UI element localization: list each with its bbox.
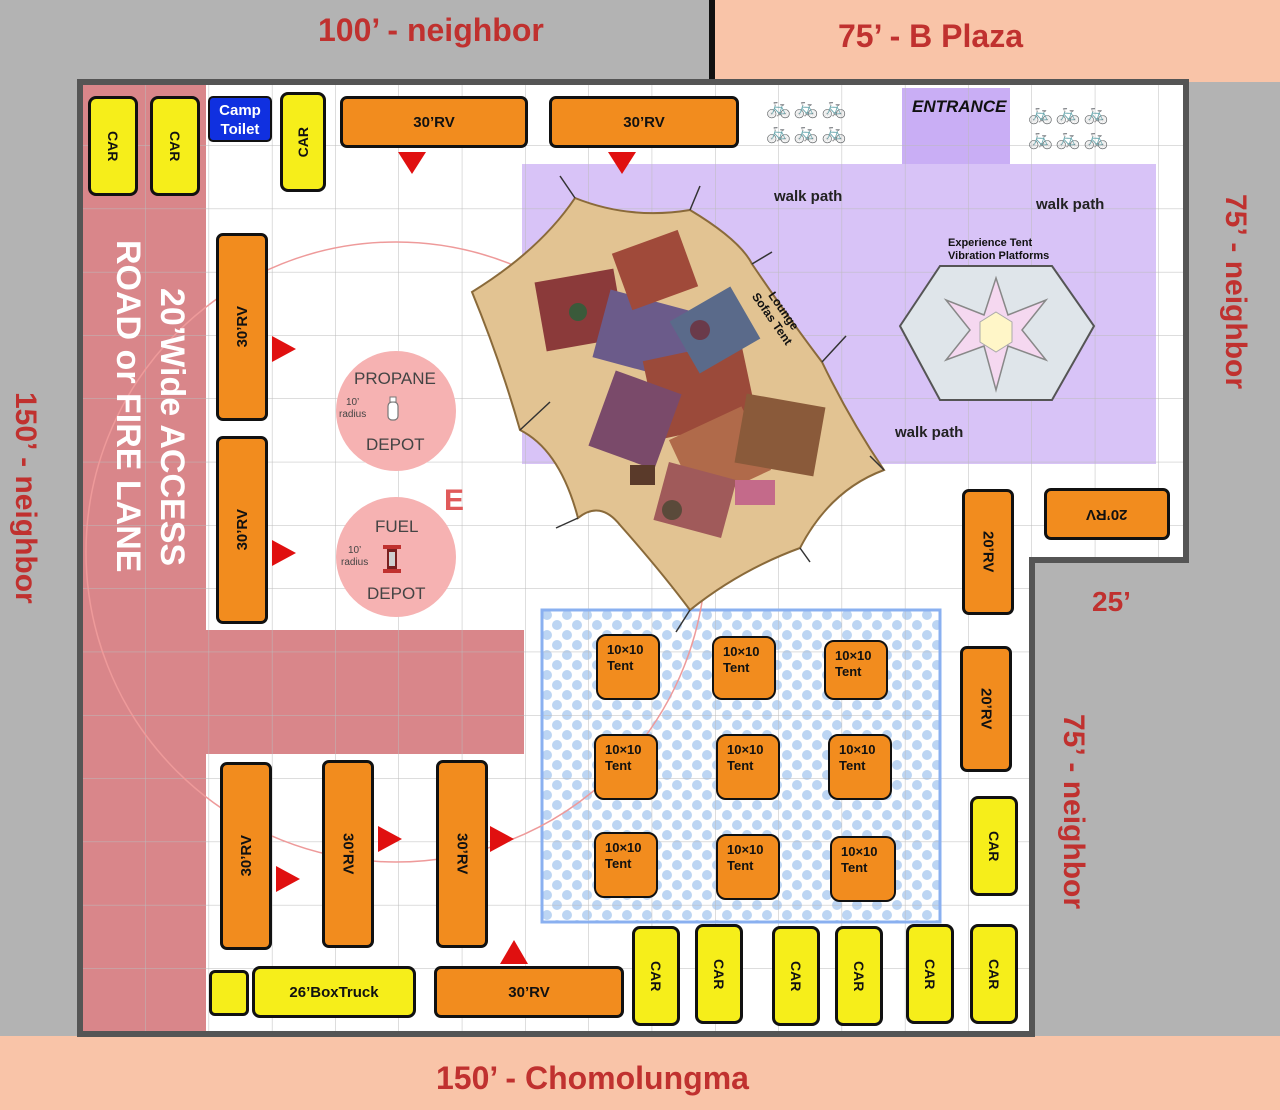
tent-9: 10×10 Tent — [830, 836, 896, 902]
lounge-tent — [470, 175, 886, 633]
label-bottom: 150’ - Chomolungma — [436, 1060, 749, 1096]
propane-label: PROPANE — [354, 369, 436, 388]
fuel-depot-label: DEPOT — [367, 584, 426, 603]
rv-20-right-horizontal: 20’RV — [1044, 488, 1170, 540]
bicycle-icon: 🚲🚲🚲 — [1028, 128, 1112, 150]
tent-8: 10×10 Tent — [716, 834, 780, 900]
car-top-1: CAR — [88, 96, 138, 196]
label-top-right: 75’ - B Plaza — [838, 18, 1023, 54]
rv-30-left-1: 30’RV — [216, 233, 268, 421]
car-bottom-5: CAR — [906, 924, 954, 1024]
bike-rack-left: 🚲🚲🚲 🚲🚲🚲 — [766, 96, 886, 148]
rv-20-right-vertical-1: 20’RV — [962, 489, 1014, 615]
walk-path-label-1: walk path — [774, 188, 843, 205]
rv-30-bottom-3: 30’RV — [436, 760, 488, 948]
bicycle-icon: 🚲🚲🚲 — [1028, 103, 1112, 125]
walk-path-label-2: walk path — [1036, 196, 1105, 213]
label-top-left: 100’ - neighbor — [318, 12, 544, 48]
box-truck-cab — [209, 970, 249, 1016]
propane-radius-label: 10’ radius — [339, 397, 367, 420]
entrance-label: ENTRANCE — [912, 97, 1007, 116]
rv-20-right-vertical-2: 20’RV — [960, 646, 1012, 772]
rv-markers — [272, 152, 636, 964]
rv-30-bottom-1: 30’RV — [220, 762, 272, 950]
b-plaza-zone — [714, 0, 1280, 82]
tent-3: 10×10 Tent — [824, 640, 888, 700]
bike-rack-right: 🚲🚲🚲 🚲🚲🚲 — [1028, 102, 1152, 154]
label-right-lower: 75’ - neighbor — [1057, 714, 1090, 910]
label-left: 150’ - neighbor — [9, 392, 42, 604]
tent-5: 10×10 Tent — [716, 734, 780, 800]
bicycle-icon: 🚲🚲🚲 — [766, 122, 850, 144]
tent-2: 10×10 Tent — [712, 636, 776, 700]
propane-tank-icon — [387, 396, 399, 421]
tent-4: 10×10 Tent — [594, 734, 658, 800]
chomolungma-zone — [0, 1036, 1280, 1110]
tent-7: 10×10 Tent — [594, 832, 658, 898]
car-bottom-6: CAR — [970, 924, 1018, 1024]
tent-1: 10×10 Tent — [596, 634, 660, 700]
rv-30-bottom-2: 30’RV — [322, 760, 374, 948]
rv-30-left-2: 30’RV — [216, 436, 268, 624]
fuel-can-icon — [383, 545, 401, 573]
label-notch: 25’ — [1092, 586, 1131, 617]
road-label-line1: 20’Wide ACCESS — [153, 288, 191, 567]
fuel-label: FUEL — [375, 517, 419, 536]
propane-depot-label: DEPOT — [366, 435, 425, 454]
car-top-3: CAR — [280, 92, 326, 192]
label-right-upper: 75’ - neighbor — [1219, 194, 1252, 390]
experience-tent-label: Experience Tent Vibration Platforms — [948, 237, 1050, 262]
e-marker: E — [444, 484, 465, 517]
rv-30-top-1: 30’RV — [340, 96, 528, 148]
car-right-1: CAR — [970, 796, 1018, 896]
car-bottom-3: CAR — [772, 926, 820, 1026]
rv-30-bottom-horizontal: 30’RV — [434, 966, 624, 1018]
walk-path-label-3: walk path — [895, 424, 964, 441]
bicycle-icon: 🚲🚲🚲 — [766, 97, 850, 119]
tent-6: 10×10 Tent — [828, 734, 892, 800]
experience-tent — [898, 265, 1096, 401]
boundary-divider — [709, 0, 715, 88]
rv-30-top-2: 30’RV — [549, 96, 739, 148]
road-label-line2: ROAD or FIRE LANE — [109, 240, 147, 573]
access-road-label: ROAD or FIRE LANE 20’Wide ACCESS — [102, 240, 198, 600]
car-bottom-1: CAR — [632, 926, 680, 1026]
car-bottom-2: CAR — [695, 924, 743, 1024]
car-top-2: CAR — [150, 96, 200, 196]
fuel-radius-label: 10’ radius — [341, 545, 369, 568]
car-bottom-4: CAR — [835, 926, 883, 1026]
camp-toilet: Camp Toilet — [208, 96, 272, 142]
box-truck: 26’BoxTruck — [252, 966, 416, 1018]
